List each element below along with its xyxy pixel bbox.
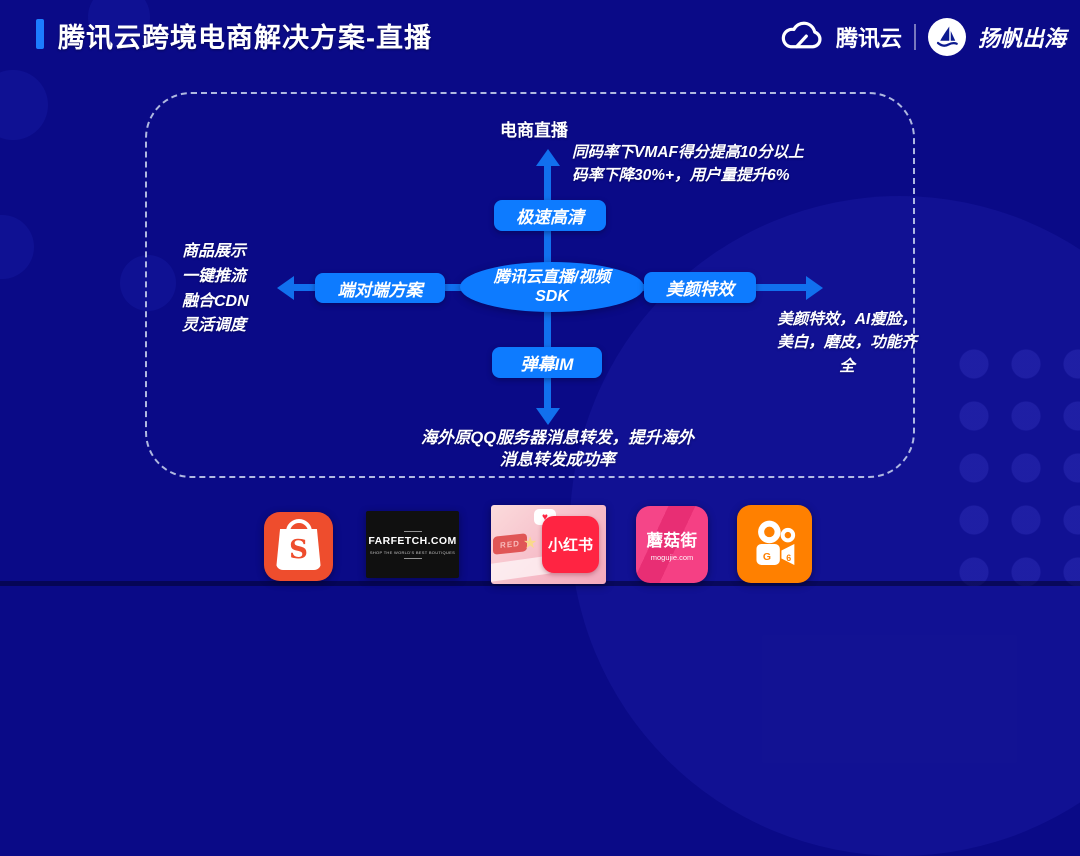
page-title: 腾讯云跨境电商解决方案-直播: [58, 23, 432, 53]
shopee-bag-icon: S: [276, 529, 321, 570]
right-branch-detail: 美颜特效，AI瘦脸， 美白，磨皮，功能齐 全: [768, 308, 926, 378]
farfetch-logo: FARFETCH.COM SHOP THE WORLD'S BEST BOUTI…: [366, 511, 459, 578]
left-detail-line: 融合CDN: [182, 292, 249, 310]
left-detail-line: 灵活调度: [182, 317, 247, 335]
mogujie-domain: mogujie.com: [650, 553, 694, 562]
xiaohongshu-red-badge: RED: [493, 533, 527, 555]
sailboat-icon: [927, 18, 966, 56]
farfetch-rule: [403, 557, 422, 559]
shopee-letter: S: [289, 534, 308, 565]
left-branch-detail: 商品展示 一键推流 融合CDN 灵活调度: [182, 240, 249, 339]
title-accent-bar: [36, 19, 44, 49]
right-detail-line: 全: [839, 357, 855, 375]
center-sdk-line2: SDK: [535, 288, 569, 305]
brand-row: 腾讯云 扬帆出海: [778, 18, 1066, 56]
yangfan-label: 扬帆出海: [977, 26, 1066, 51]
left-detail-line: 商品展示: [182, 243, 247, 260]
top-branch-detail: 同码率下VMAF得分提高10分以上 码率下降30%+，用户量提升6%: [572, 141, 804, 188]
center-sdk-line1: 腾讯云直播/视频: [493, 268, 611, 286]
node-fast-hd: 极速高清: [494, 200, 606, 231]
bottom-detail-line: 消息转发成功率: [499, 451, 616, 470]
farfetch-rule: [403, 530, 422, 532]
arrow-right-icon: [806, 276, 823, 300]
tencent-cloud-label: 腾讯云: [835, 26, 902, 51]
svg-text:G: G: [762, 552, 770, 563]
star-icon: ★: [523, 535, 538, 552]
right-detail-line: 美颜特效，AI瘦脸，: [777, 311, 917, 328]
center-sdk-node: 腾讯云直播/视频 SDK: [460, 262, 644, 312]
tencent-cloud-icon: [778, 21, 824, 53]
scene-label-ecommerce-live: 电商直播: [500, 121, 568, 140]
video-camera-icon: G 6: [746, 515, 804, 573]
shopee-logo: S: [264, 512, 333, 581]
bottom-branch-detail: 海外原QQ服务器消息转发，提升海外 消息转发成功率: [400, 427, 715, 472]
xiaohongshu-logo: RED ★ ♥ 小红书: [491, 505, 606, 584]
farfetch-wordmark: FARFETCH.COM: [368, 534, 457, 547]
background-blob: [88, 0, 150, 48]
diagram-panel: [145, 92, 915, 478]
node-end-to-end: 端对端方案: [315, 273, 445, 303]
node-danmaku-im: 弹幕IM: [492, 347, 602, 378]
node-beauty-effects: 美颜特效: [644, 272, 756, 303]
background-dot-grid: [940, 330, 1080, 586]
bottom-detail-line: 海外原QQ服务器消息转发，提升海外: [420, 429, 695, 447]
background-blob: [0, 215, 34, 279]
kuaishou-logo: G 6: [737, 505, 812, 583]
background-blob: [120, 255, 176, 311]
mogujie-name: 蘑菇街: [646, 532, 698, 550]
brand-divider: [913, 24, 916, 50]
top-detail-line: 码率下降30%+，用户量提升6%: [572, 167, 790, 185]
left-detail-line: 一键推流: [182, 267, 247, 285]
svg-text:6: 6: [786, 553, 791, 563]
arrow-left-icon: [277, 276, 294, 300]
farfetch-tagline: SHOP THE WORLD'S BEST BOUTIQUES: [369, 549, 456, 555]
mogujie-logo: 蘑菇街 mogujie.com: [636, 506, 708, 583]
arrow-down-icon: [536, 408, 560, 425]
right-detail-line: 美白，磨皮，功能齐: [777, 334, 917, 352]
xiaohongshu-app-tile: 小红书: [542, 516, 599, 573]
top-detail-line: 同码率下VMAF得分提高10分以上: [572, 144, 804, 161]
arrow-up-icon: [536, 149, 560, 166]
background-blob: [0, 70, 48, 140]
